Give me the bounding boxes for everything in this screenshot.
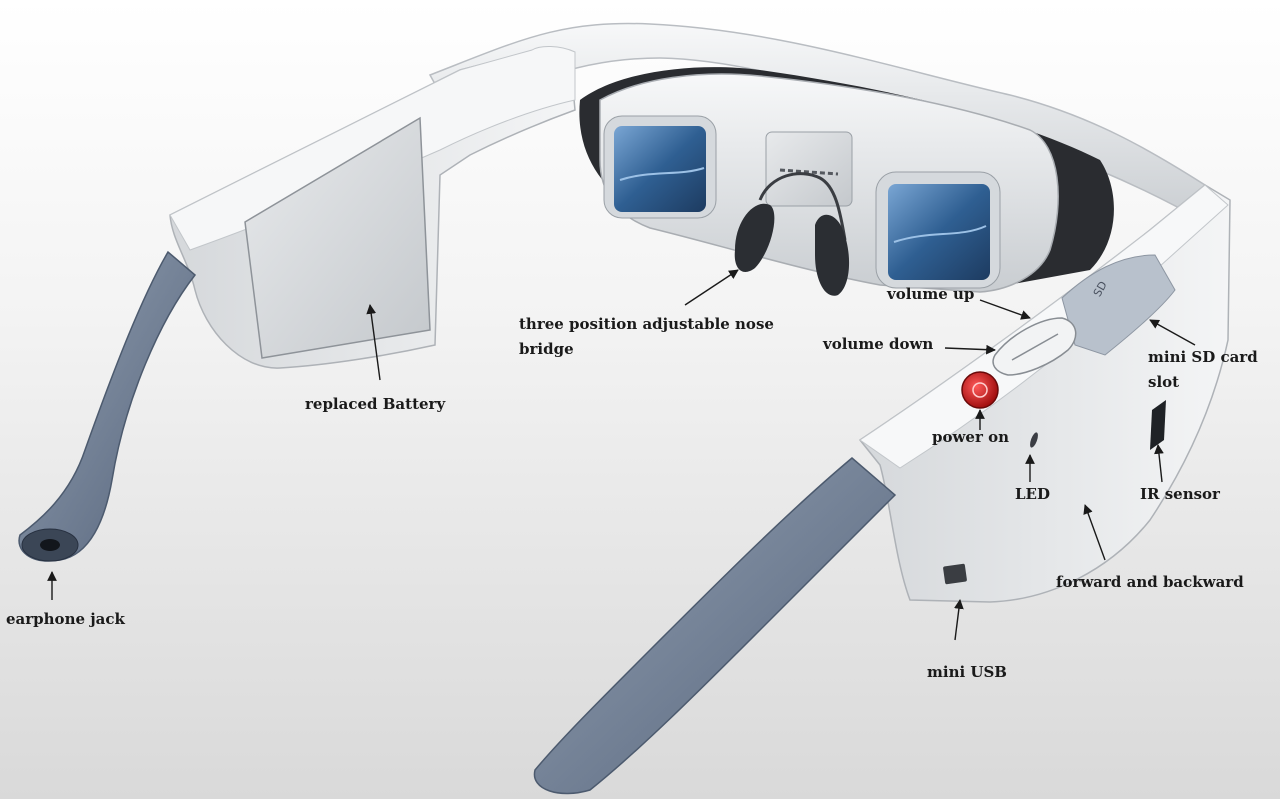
center-panel <box>765 131 853 207</box>
led-indicator <box>1030 432 1038 448</box>
right-earphone-arm <box>533 457 897 795</box>
right-nose-pad <box>815 214 850 296</box>
label-ir-sensor: IR sensor <box>1140 485 1220 503</box>
arrow-volume-up <box>979 299 1031 320</box>
arrow-forward-backward <box>1083 504 1106 561</box>
arrow-mini-sd <box>1149 319 1196 346</box>
left-earphone-arm <box>18 250 197 562</box>
label-power-on: power on <box>932 428 1009 446</box>
label-mini-sd-line1: mini SD card <box>1148 348 1258 366</box>
arrow-ir-sensor <box>1154 444 1164 483</box>
label-battery: replaced Battery <box>305 395 446 413</box>
right-screen <box>888 184 990 280</box>
mini-usb-port <box>943 563 967 585</box>
label-volume-down: volume down <box>823 335 934 353</box>
battery-panel <box>244 116 431 359</box>
label-earphone-jack: earphone jack <box>6 610 125 628</box>
label-nose-bridge-line2: bridge <box>519 340 574 358</box>
label-nose-bridge-line1: three position adjustable nose <box>519 315 774 333</box>
arrow-volume-down <box>944 344 996 355</box>
nose-bridge-wire <box>758 172 847 241</box>
power-button[interactable] <box>961 371 999 409</box>
volume-rocker[interactable] <box>992 317 1077 376</box>
arrow-nose-bridge <box>684 269 739 306</box>
arrow-mini-usb <box>954 599 964 641</box>
label-led: LED <box>1015 485 1050 503</box>
ir-sensor-window <box>1150 400 1166 450</box>
sd-card-cover <box>1061 254 1176 356</box>
label-mini-sd-line2: slot <box>1148 373 1180 391</box>
label-mini-usb: mini USB <box>927 663 1007 681</box>
label-forward-backward: forward and backward <box>1056 573 1244 591</box>
arrow-battery <box>366 304 381 381</box>
left-nose-pad <box>734 203 775 272</box>
label-volume-up: volume up <box>887 285 975 303</box>
left-screen <box>614 126 706 212</box>
